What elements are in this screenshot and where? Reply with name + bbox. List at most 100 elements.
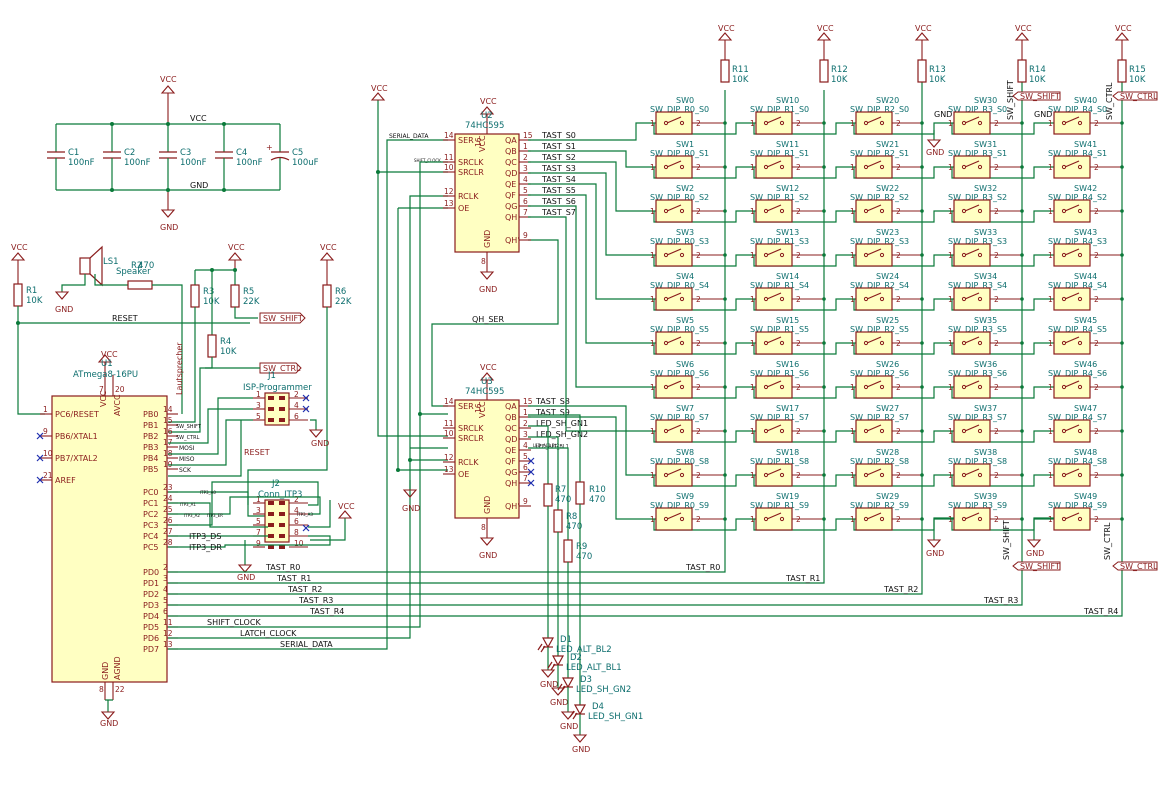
- switch-body[interactable]: [755, 463, 793, 487]
- switch-body[interactable]: [1053, 331, 1091, 355]
- switch-body[interactable]: [855, 199, 893, 223]
- switch-body[interactable]: [655, 287, 693, 311]
- switch-body[interactable]: [655, 331, 693, 355]
- switch-body[interactable]: [953, 375, 991, 399]
- switch-body[interactable]: [655, 463, 693, 487]
- switch-body[interactable]: [655, 419, 693, 443]
- switch-body[interactable]: [953, 243, 991, 267]
- switch-body[interactable]: [953, 331, 991, 355]
- switch-body[interactable]: [855, 375, 893, 399]
- switch-body[interactable]: [953, 419, 991, 443]
- switch-body[interactable]: [755, 375, 793, 399]
- switch-body[interactable]: [655, 199, 693, 223]
- switch-body[interactable]: [1053, 463, 1091, 487]
- switch-body[interactable]: [755, 243, 793, 267]
- switch-body[interactable]: [755, 507, 793, 531]
- switch-body[interactable]: [1053, 243, 1091, 267]
- switch-body[interactable]: [755, 331, 793, 355]
- switch-body[interactable]: [953, 155, 991, 179]
- switch-body[interactable]: [855, 155, 893, 179]
- switch-body[interactable]: [755, 287, 793, 311]
- switch-body[interactable]: [1053, 199, 1091, 223]
- switch-body[interactable]: [655, 375, 693, 399]
- switch-body[interactable]: [1053, 287, 1091, 311]
- switch-body[interactable]: [855, 287, 893, 311]
- switch-body[interactable]: [1053, 375, 1091, 399]
- switch-body[interactable]: [755, 419, 793, 443]
- switch-body[interactable]: [655, 111, 693, 135]
- switch-body[interactable]: [755, 155, 793, 179]
- switch-body[interactable]: [655, 155, 693, 179]
- switch-body[interactable]: [855, 111, 893, 135]
- switch-body[interactable]: [755, 111, 793, 135]
- switch-body[interactable]: [1053, 507, 1091, 531]
- switch-body[interactable]: [953, 507, 991, 531]
- switch-body[interactable]: [855, 507, 893, 531]
- switch-body[interactable]: [655, 507, 693, 531]
- switch-body[interactable]: [655, 243, 693, 267]
- switch-body[interactable]: [953, 463, 991, 487]
- switch-body[interactable]: [755, 199, 793, 223]
- switch-body[interactable]: [1053, 155, 1091, 179]
- switch-body[interactable]: [953, 199, 991, 223]
- switch-body[interactable]: [855, 331, 893, 355]
- switch-body[interactable]: [1053, 111, 1091, 135]
- switch-body[interactable]: [953, 287, 991, 311]
- switch-body[interactable]: [855, 419, 893, 443]
- switch-body[interactable]: [1053, 419, 1091, 443]
- switch-body[interactable]: [855, 243, 893, 267]
- switch-body[interactable]: [855, 463, 893, 487]
- switch-body[interactable]: [953, 111, 991, 135]
